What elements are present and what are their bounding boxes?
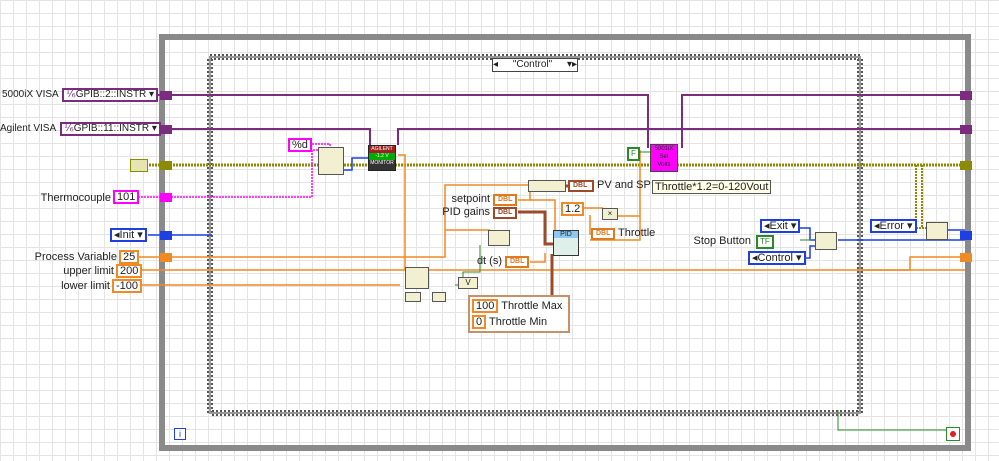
- pid-subvi[interactable]: PID: [553, 230, 579, 256]
- stop-button-label: Stop Button: [693, 235, 752, 247]
- agilent-mid: -1.2 V: [369, 153, 395, 160]
- stop-icon: [950, 431, 956, 437]
- visa-5000ix-value: GPIB::2::INSTR: [75, 89, 147, 100]
- while-loop-border: [159, 34, 971, 451]
- exit-enum[interactable]: ◂Exit ▾: [760, 219, 801, 233]
- shift-register-state: [160, 231, 172, 240]
- case-prev-icon[interactable]: ◂: [493, 59, 499, 70]
- process-variable-label: Process Variable: [34, 251, 117, 263]
- or-node[interactable]: V: [458, 277, 478, 289]
- set-volts-line2: Set: [659, 154, 669, 160]
- case-selector-value: "Control": [512, 59, 553, 70]
- dt-label: dt (s): [476, 255, 502, 267]
- throttle-max-value[interactable]: 100: [472, 299, 499, 313]
- setpoint-control[interactable]: DBL: [493, 194, 517, 206]
- thermocouple-control[interactable]: 101: [113, 190, 140, 204]
- set-volts-line3: Volts: [657, 162, 671, 168]
- format-into-string-node[interactable]: [318, 147, 344, 175]
- agilent-bottom: MONITOR: [370, 160, 394, 166]
- init-enum[interactable]: ◂Init ▾: [110, 228, 147, 242]
- gain-constant[interactable]: 1.2: [561, 202, 585, 216]
- visa-agilent-value: GPIB::11::INSTR: [73, 123, 150, 134]
- control-value: Control: [757, 252, 793, 264]
- error-cluster-control[interactable]: [130, 159, 148, 172]
- lower-limit-control[interactable]: -100: [112, 279, 143, 293]
- lower-limit-label: lower limit: [61, 280, 110, 292]
- stop-button[interactable]: TF: [756, 235, 774, 249]
- case-next-icon[interactable]: ▾▸: [566, 59, 577, 70]
- case-selector[interactable]: ◂ "Control" ▾▸: [492, 58, 578, 72]
- visa-5000ix-control[interactable]: ⅙GPIB::2::INSTR ▾: [62, 88, 159, 102]
- false-constant[interactable]: F: [627, 147, 640, 161]
- select-node-state[interactable]: [815, 232, 837, 250]
- compare-node[interactable]: [405, 292, 421, 302]
- shift-register-pv: [160, 253, 172, 262]
- throttle-indicator[interactable]: DBL: [591, 228, 615, 240]
- comment-label: Throttle*1.2=0-120Vout: [652, 180, 772, 194]
- dt-control[interactable]: DBL: [505, 256, 529, 268]
- visa-agilent-control[interactable]: ⅙GPIB::11::INSTR ▾: [60, 122, 161, 136]
- not-node[interactable]: [432, 292, 446, 302]
- shift-register-visa2-right: [960, 125, 972, 134]
- pid-gains-label: PID gains: [442, 206, 490, 218]
- pid-label: PID: [554, 231, 578, 238]
- throttle-limits-cluster[interactable]: 100 Throttle Max 0 Throttle Min: [468, 295, 571, 333]
- format-string-constant[interactable]: %d: [288, 138, 312, 152]
- throttle-min-value[interactable]: 0: [472, 315, 487, 329]
- shift-register-error-right: [960, 161, 972, 170]
- visa-agilent-label: Agilent VISA: [0, 123, 57, 134]
- agilent-top: AGILENT: [369, 146, 395, 153]
- loop-condition-terminal[interactable]: [946, 427, 960, 441]
- error-value: Error: [879, 220, 904, 232]
- throttle-min-label: Throttle Min: [488, 316, 548, 328]
- pv-sp-label: PV and SP: [597, 179, 651, 191]
- upper-limit-label: upper limit: [63, 265, 114, 277]
- select-node-error[interactable]: [926, 222, 948, 240]
- shift-register-pv-right: [960, 253, 972, 262]
- error-enum[interactable]: ◂Error ▾: [870, 219, 917, 233]
- agilent-monitor-subvi[interactable]: AGILENT -1.2 V MONITOR: [368, 145, 396, 171]
- set-volts-line1: 5001iX: [654, 146, 674, 152]
- shift-register-visa2: [160, 125, 172, 134]
- shift-register-error: [160, 161, 172, 170]
- multiply-node[interactable]: ×: [602, 208, 618, 220]
- setpoint-label: setpoint: [451, 193, 490, 205]
- shift-register-state-right: [960, 231, 972, 240]
- build-array-node[interactable]: [528, 180, 566, 192]
- exit-value: Exit: [769, 220, 788, 232]
- pv-sp-indicator[interactable]: DBL: [568, 180, 594, 192]
- thermocouple-label: Thermocouple: [40, 192, 111, 204]
- pid-gains-control[interactable]: DBL: [493, 207, 517, 219]
- shift-register-visa1: [160, 91, 172, 100]
- process-variable-control[interactable]: 25: [119, 250, 140, 264]
- shift-register-visa1-right: [960, 91, 972, 100]
- control-enum[interactable]: ◂Control ▾: [748, 251, 806, 265]
- init-value: Init: [119, 229, 135, 241]
- throttle-label: Throttle: [618, 227, 656, 239]
- visa-5000ix-label: 5000iX VISA: [2, 89, 59, 100]
- set-volts-subvi[interactable]: 5001iX Set Volts: [650, 144, 678, 172]
- throttle-max-label: Throttle Max: [501, 300, 563, 312]
- iteration-terminal: i: [174, 428, 186, 440]
- tunnel-thermo: [160, 193, 172, 202]
- upper-limit-control[interactable]: 200: [116, 264, 143, 278]
- in-range-node[interactable]: [405, 267, 429, 289]
- select-node[interactable]: [488, 230, 510, 246]
